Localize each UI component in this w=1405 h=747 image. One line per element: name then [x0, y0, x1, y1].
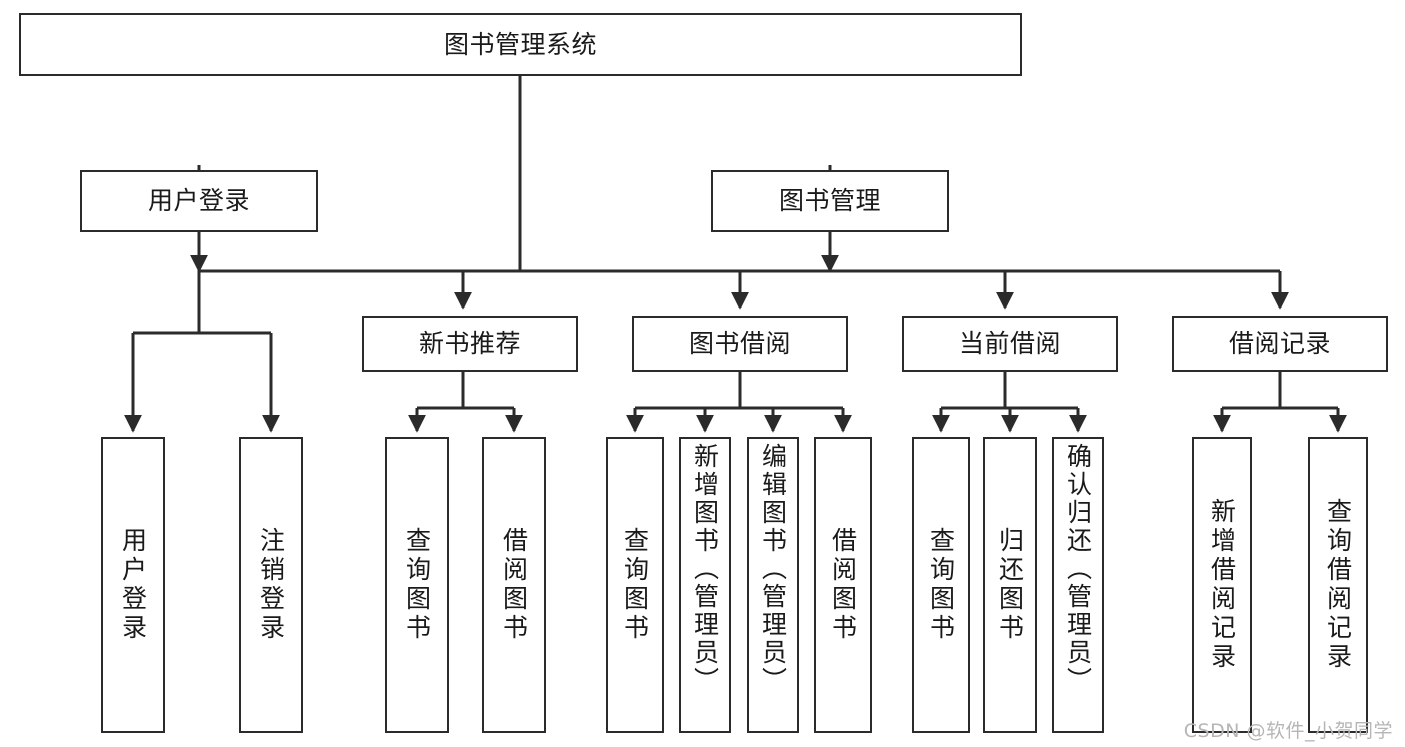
node-leaf-add-record-label: 新增借阅记录 [1207, 498, 1237, 672]
node-current-borrow[interactable]: 当前借阅 [902, 316, 1118, 372]
node-user-login[interactable]: 用户登录 [80, 170, 318, 232]
node-borrow-record[interactable]: 借阅记录 [1172, 316, 1388, 372]
node-borrow-record-label: 借阅记录 [1228, 329, 1331, 359]
node-user-login-label: 用户登录 [147, 186, 250, 216]
node-leaf-query-record[interactable]: 查询借阅记录 [1308, 437, 1368, 733]
node-leaf-user-login-label: 用户登录 [118, 527, 148, 643]
node-leaf-query-record-label: 查询借阅记录 [1323, 498, 1353, 672]
node-leaf-return-book-label: 归还图书 [995, 527, 1025, 643]
node-leaf-query-book-2[interactable]: 查询图书 [606, 437, 664, 733]
node-root-label: 图书管理系统 [443, 29, 597, 59]
node-current-borrow-label: 当前借阅 [958, 329, 1061, 359]
node-book-borrow-label: 图书借阅 [688, 329, 791, 359]
node-leaf-borrow-book-1-label: 借阅图书 [499, 527, 529, 643]
node-root[interactable]: 图书管理系统 [19, 13, 1022, 76]
node-leaf-borrow-book-2[interactable]: 借阅图书 [814, 437, 872, 733]
node-leaf-query-book-1[interactable]: 查询图书 [385, 437, 449, 733]
node-book-borrow[interactable]: 图书借阅 [632, 316, 848, 372]
node-leaf-user-login[interactable]: 用户登录 [101, 437, 165, 733]
node-book-manage[interactable]: 图书管理 [711, 170, 949, 232]
node-leaf-add-record[interactable]: 新增借阅记录 [1192, 437, 1252, 733]
node-leaf-edit-book-label: 编辑图书（管理员） [758, 443, 788, 695]
node-leaf-add-book[interactable]: 新增图书（管理员） [679, 437, 731, 733]
node-new-book-recommend[interactable]: 新书推荐 [362, 316, 578, 372]
node-leaf-borrow-book-2-label: 借阅图书 [828, 527, 858, 643]
node-leaf-logout[interactable]: 注销登录 [239, 437, 303, 733]
node-leaf-confirm-return-label: 确认归还（管理员） [1063, 443, 1093, 695]
node-leaf-borrow-book-1[interactable]: 借阅图书 [482, 437, 546, 733]
node-new-book-recommend-label: 新书推荐 [418, 329, 521, 359]
node-leaf-logout-label: 注销登录 [256, 527, 286, 643]
node-leaf-query-book-1-label: 查询图书 [402, 527, 432, 643]
csdn-watermark: CSDN @软件_小贺同学 [1183, 720, 1393, 742]
node-leaf-confirm-return[interactable]: 确认归还（管理员） [1052, 437, 1104, 733]
node-leaf-query-book-3[interactable]: 查询图书 [912, 437, 970, 733]
node-leaf-add-book-label: 新增图书（管理员） [690, 443, 720, 695]
node-leaf-query-book-2-label: 查询图书 [620, 527, 650, 643]
node-book-manage-label: 图书管理 [778, 186, 881, 216]
node-leaf-return-book[interactable]: 归还图书 [983, 437, 1037, 733]
node-leaf-query-book-3-label: 查询图书 [926, 527, 956, 643]
node-leaf-edit-book[interactable]: 编辑图书（管理员） [747, 437, 799, 733]
